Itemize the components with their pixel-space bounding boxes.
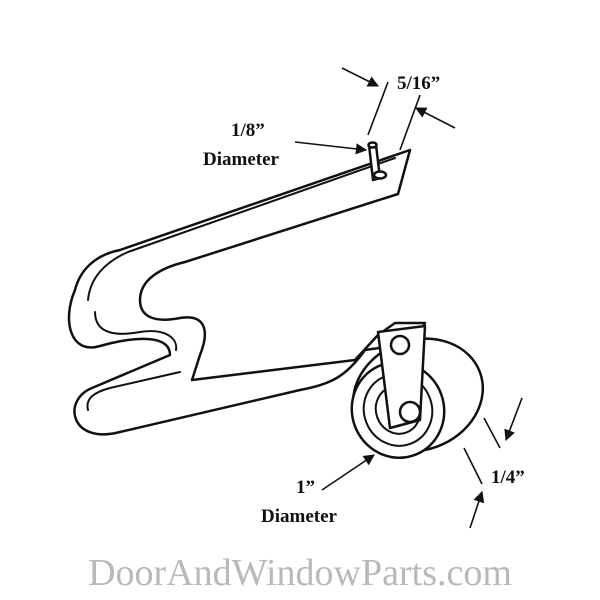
pin-offset-extension-left: [367, 81, 389, 136]
wheel-width-arrow-top: [504, 397, 523, 442]
wheel-width-label: 1/4”: [491, 467, 525, 488]
wheel-diameter-leader: [321, 454, 375, 491]
pin-offset-extension-right: [399, 94, 421, 151]
spring-top-face: [87, 157, 396, 301]
pin-diameter-leader: [294, 141, 368, 155]
pin-diameter-value-label: 1/8”: [231, 120, 265, 141]
pin-top: [367, 141, 378, 149]
spring-fold-inner: [94, 311, 178, 351]
pin-diameter-word-label: Diameter: [203, 149, 279, 170]
wheel-width-extension-top: [483, 417, 501, 449]
wheel-width-arrow-bottom: [469, 490, 485, 529]
pin-base: [372, 170, 388, 180]
spring-bottom-face: [86, 371, 181, 411]
pin-offset-arrow-right: [415, 107, 456, 129]
pin-offset-arrow-left: [341, 67, 380, 87]
wheel-diameter-value-label: 1”: [296, 477, 315, 498]
wheel-axle: [398, 400, 422, 424]
wheel-diameter-word-label: Diameter: [261, 506, 337, 527]
bracket-rivet-top: [389, 334, 411, 356]
watermark-text: DoorAndWindowParts.com: [88, 552, 512, 594]
pin-offset-label: 5/16”: [397, 73, 441, 94]
spring-body: [67, 148, 427, 436]
wheel-width-extension-bottom: [463, 447, 483, 485]
